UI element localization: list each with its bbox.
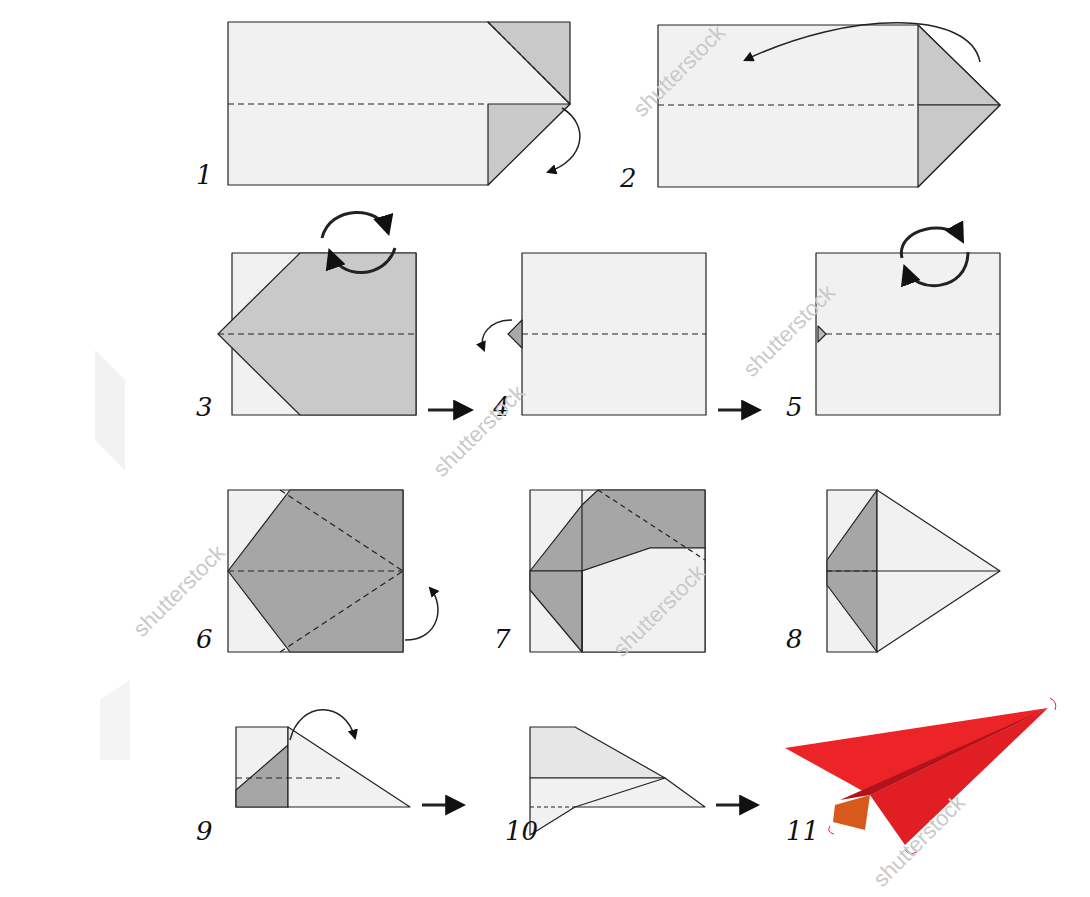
step-number: 2 [620, 165, 637, 191]
step-number: 11 [786, 818, 819, 844]
step-number: 1 [196, 162, 213, 188]
step-number: 3 [196, 394, 213, 420]
step-number: 6 [196, 626, 213, 652]
step-number: 8 [786, 626, 803, 652]
watermark: shutterstock [130, 541, 229, 640]
watermark: shutterstock [430, 381, 529, 480]
step-number: 10 [505, 818, 538, 844]
step-number: 9 [196, 818, 213, 844]
step-number: 5 [786, 394, 803, 420]
step-number: 7 [494, 626, 511, 652]
